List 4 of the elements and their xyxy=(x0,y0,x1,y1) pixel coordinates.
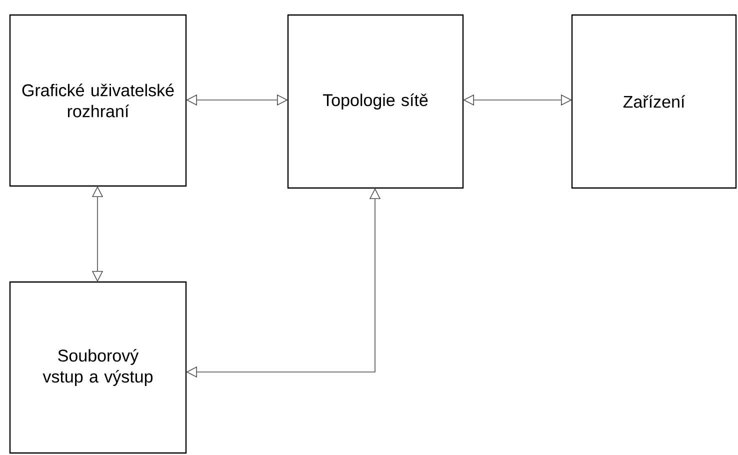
box: Zařízení xyxy=(571,14,737,189)
box: Grafické uživatelské rozhraní xyxy=(9,14,187,187)
box: Souborový vstup a výstup xyxy=(9,281,187,454)
box: Topologie sítě xyxy=(287,14,464,189)
